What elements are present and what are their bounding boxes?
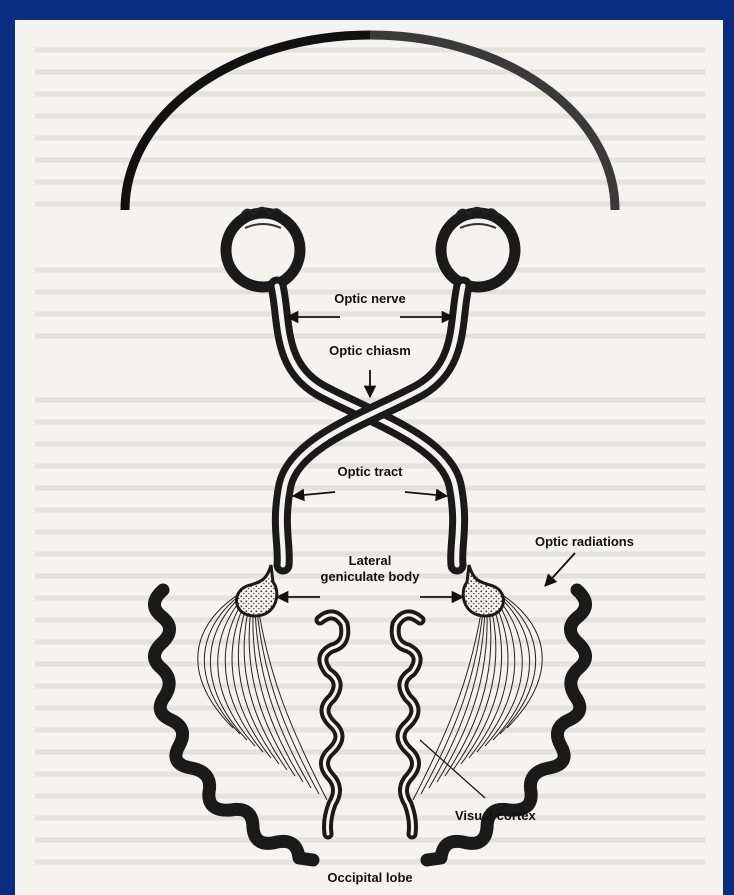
label-optic-nerve: Optic nerve — [287, 291, 453, 317]
optic-pathway — [277, 286, 463, 565]
left-eyeball — [226, 208, 300, 287]
label-optic-radiations: Optic radiations — [535, 534, 634, 586]
right-lateral-geniculate-body — [463, 565, 503, 616]
visual-cortex-label: Visual cortex — [455, 808, 536, 823]
optic-chiasm-label: Optic chiasm — [329, 343, 411, 358]
textbook-page: Optic nerve Optic chiasm Optic tract Lat… — [15, 20, 723, 895]
optic-nerve-label: Optic nerve — [334, 291, 406, 306]
right-eyeball — [441, 208, 515, 287]
label-optic-chiasm: Optic chiasm — [329, 343, 411, 397]
lateral-geniculate-label-line2: geniculate body — [321, 569, 421, 584]
visual-field-arc — [125, 35, 615, 210]
left-lateral-geniculate-body — [237, 565, 277, 616]
left-optic-radiations — [198, 585, 327, 800]
visual-cortex-pointer — [420, 740, 485, 798]
label-lateral-geniculate-body: Lateral geniculate body — [277, 553, 463, 597]
optic-radiations-arrow — [545, 553, 575, 586]
optic-radiations-label: Optic radiations — [535, 534, 634, 549]
optic-tract-arrow-right — [405, 492, 447, 496]
optic-tract-arrow-left — [293, 492, 335, 496]
right-optic-radiations — [413, 585, 542, 800]
lateral-geniculate-label-line1: Lateral — [349, 553, 392, 568]
occipital-lobe-label: Occipital lobe — [327, 870, 412, 885]
visual-field-left-half — [125, 35, 370, 210]
optic-tract-label: Optic tract — [337, 464, 403, 479]
visual-field-right-half — [370, 35, 615, 210]
label-optic-tract: Optic tract — [293, 464, 447, 496]
